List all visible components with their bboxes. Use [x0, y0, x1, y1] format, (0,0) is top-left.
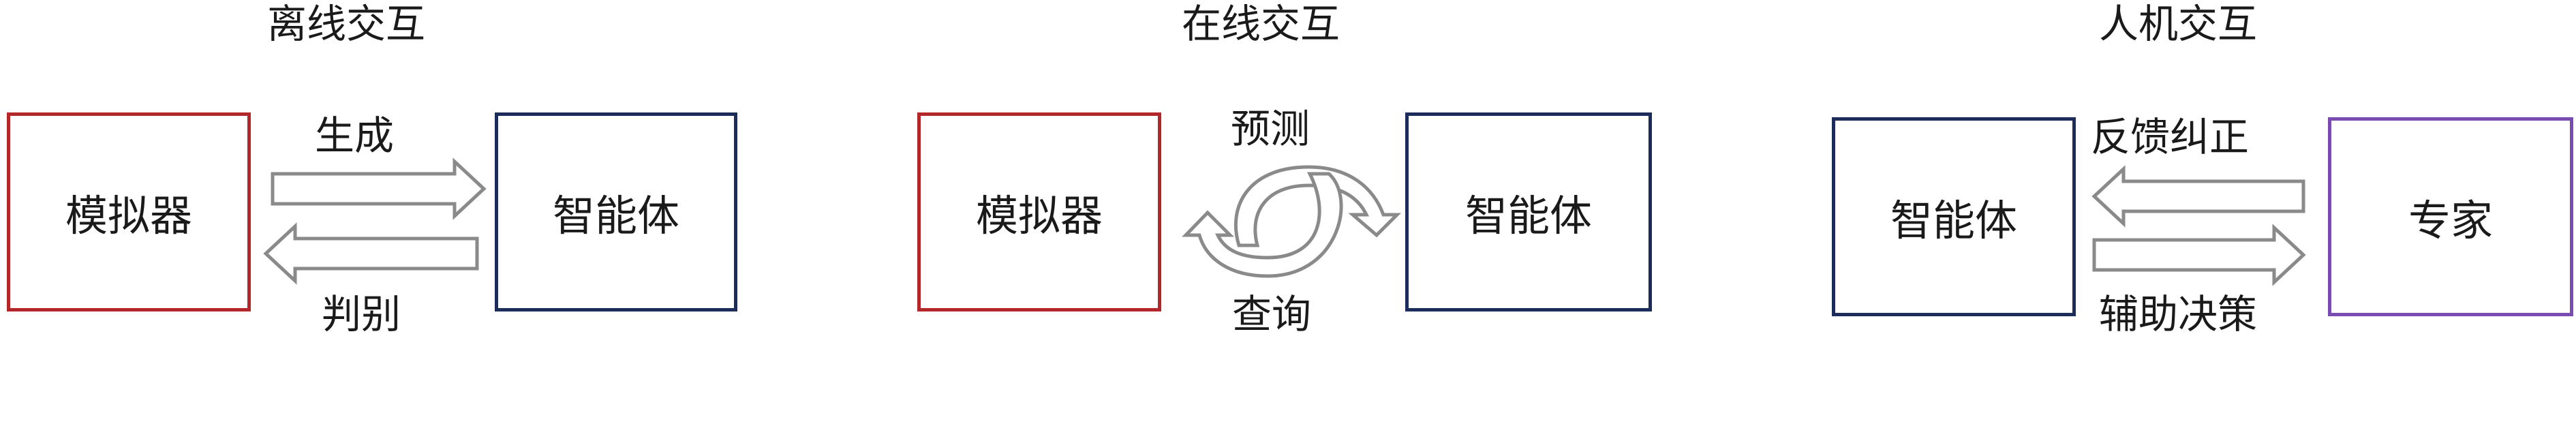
- simulator-label: 模拟器: [975, 191, 1103, 241]
- right-arrow-icon: [271, 157, 487, 220]
- cycle-arrows: [1182, 165, 1402, 278]
- human-arrows: [2091, 165, 2306, 286]
- left-arrow-icon: [2091, 165, 2305, 228]
- agent-box: 智能体: [495, 112, 737, 311]
- agent-label: 智能体: [552, 191, 679, 241]
- panel-title: 人机交互: [2099, 1, 2258, 47]
- expert-label: 专家: [2408, 196, 2493, 245]
- panel-human: 人机交互 智能体 专家 反馈纠正 辅助决策: [1717, 0, 2576, 426]
- predict-label: 预测: [1231, 106, 1310, 152]
- agent-box: 智能体: [1832, 117, 2076, 316]
- simulator-box: 模拟器: [7, 112, 251, 311]
- panel-title: 在线交互: [1182, 1, 1340, 47]
- panel-offline: 离线交互 模拟器 智能体 生成 判别: [0, 0, 859, 426]
- simulator-box: 模拟器: [917, 112, 1161, 311]
- agent-label: 智能体: [1465, 191, 1592, 241]
- feedback-correction-label: 反馈纠正: [2091, 114, 2250, 160]
- panel-online: 在线交互 模拟器 智能体 预测 查询: [859, 0, 1717, 426]
- simulator-label: 模拟器: [65, 191, 192, 241]
- expert-box: 专家: [2328, 117, 2573, 316]
- assisted-decision-label: 辅助决策: [2099, 291, 2258, 337]
- cycle-arrow-bottom-icon: [1182, 172, 1343, 278]
- generate-label: 生成: [315, 112, 395, 159]
- agent-box: 智能体: [1405, 112, 1652, 311]
- offline-arrows: [263, 157, 487, 285]
- left-arrow-icon: [263, 222, 479, 285]
- query-label: 查询: [1232, 291, 1312, 337]
- panel-title: 离线交互: [267, 1, 426, 47]
- discriminate-label: 判别: [322, 291, 401, 337]
- agent-label: 智能体: [1890, 196, 2017, 245]
- right-arrow-icon: [2092, 224, 2306, 286]
- cycle-arrow-top-icon: [1234, 165, 1402, 247]
